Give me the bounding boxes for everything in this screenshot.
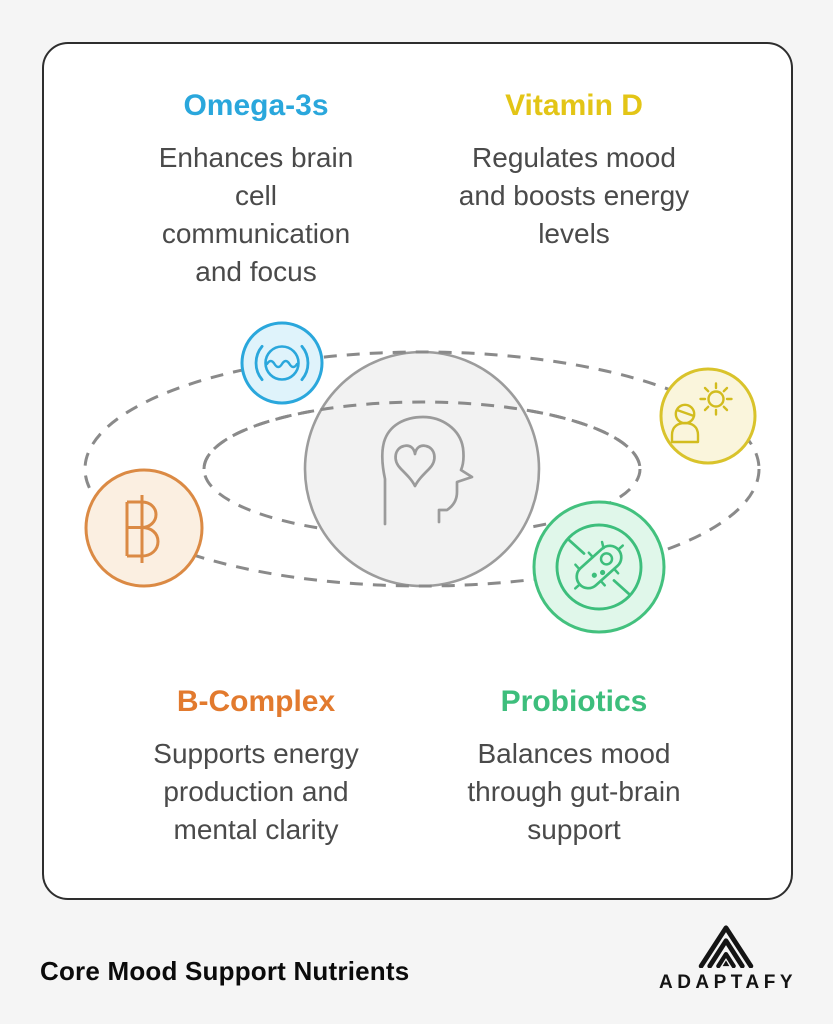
orbit-diagram <box>83 321 761 634</box>
person-sun-icon <box>659 367 757 465</box>
nutrient-description-vitamin-d: Regulates mood and boosts energy levels <box>388 139 760 253</box>
nutrient-block-b-complex: B-Complex Supports energy production and… <box>70 684 442 849</box>
nutrient-title-probiotics: Probiotics <box>500 685 648 718</box>
footer-title: Core Mood Support Nutrients <box>40 956 410 986</box>
nutrient-description-probiotics: Balances mood through gut-brain support <box>388 735 760 849</box>
nutrient-title-b-complex: B-Complex <box>176 685 336 718</box>
mountain-a-icon <box>698 925 754 968</box>
nutrient-title-omega3s: Omega-3s <box>183 89 329 122</box>
nutrient-description-b-complex: Supports energy production and mental cl… <box>70 735 442 849</box>
description-line: Supports energy <box>153 738 359 769</box>
nutrient-description-omega3s: Enhances brain cell communication and fo… <box>70 139 442 291</box>
description-line: production and <box>163 776 349 807</box>
sun-icon <box>699 382 733 416</box>
bacteria-icon <box>532 500 666 634</box>
description-line: levels <box>538 218 610 249</box>
description-line: through gut-brain <box>467 776 681 807</box>
adaptafy-logo: ADAPTAFY <box>646 924 806 994</box>
central-circle <box>303 350 541 588</box>
baht-b-icon <box>84 468 204 588</box>
description-line: communication <box>161 218 351 249</box>
nutrient-block-vitamin-d: Vitamin D Regulates mood and boosts ener… <box>388 88 760 253</box>
omega-wave-icon <box>240 321 324 405</box>
head-with-heart-icon <box>380 415 474 526</box>
description-line: and boosts energy <box>458 180 690 211</box>
person-icon <box>670 403 700 444</box>
description-line: Enhances brain <box>158 142 354 173</box>
description-line: mental clarity <box>173 814 339 845</box>
description-line: support <box>527 814 621 845</box>
description-line: Balances mood <box>477 738 671 769</box>
nutrient-block-omega3s: Omega-3s Enhances brain cell communicati… <box>70 88 442 291</box>
description-line: and focus <box>195 256 317 287</box>
brand-name: ADAPTAFY <box>658 972 798 993</box>
nutrient-title-vitamin-d: Vitamin D <box>505 89 643 122</box>
infographic-card: Omega-3s Enhances brain cell communicati… <box>42 42 793 900</box>
description-line: cell <box>234 180 277 211</box>
orbit-inner-front-arc <box>202 400 642 470</box>
nutrient-block-probiotics: Probiotics Balances mood through gut-bra… <box>388 684 760 849</box>
description-line: Regulates mood <box>472 142 676 173</box>
heart-icon <box>394 444 436 488</box>
orbit-outer <box>83 350 761 588</box>
